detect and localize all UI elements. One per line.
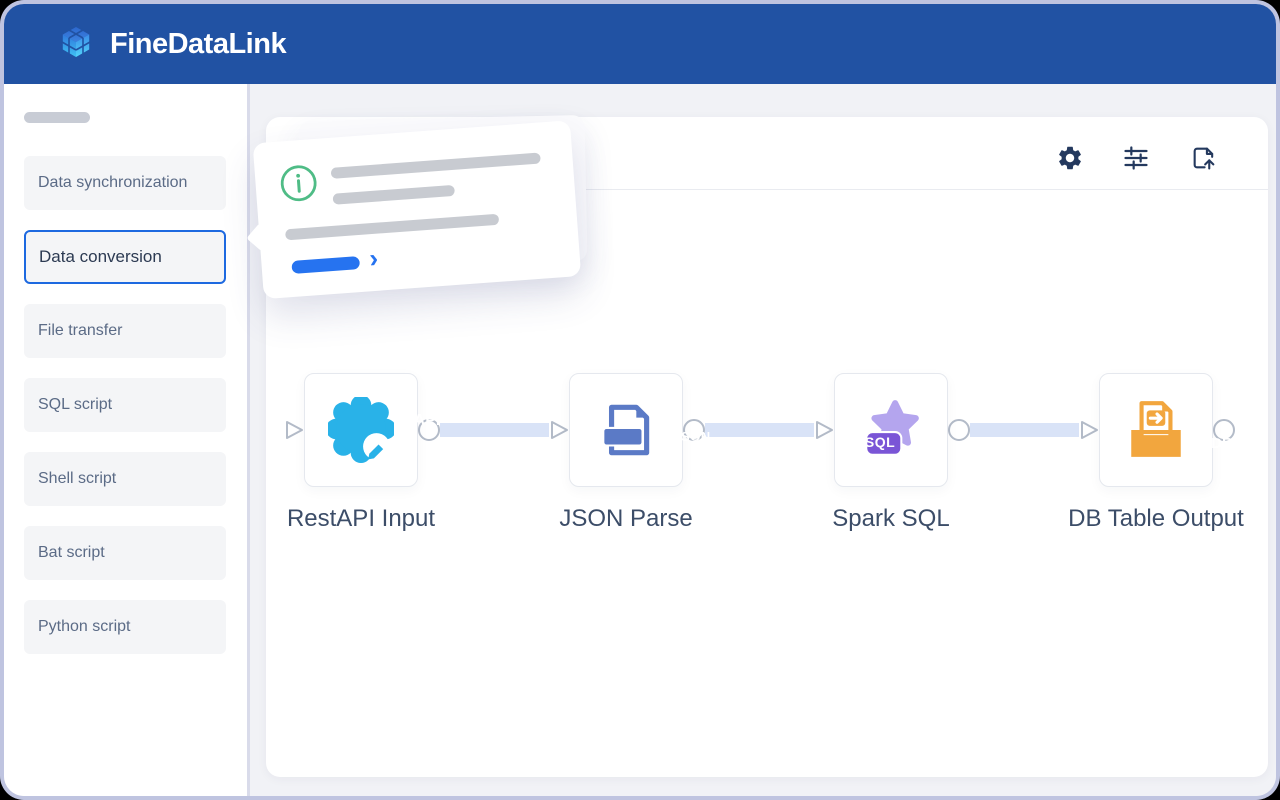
node-json-parse[interactable]: JSON: [569, 373, 710, 487]
sidebar-item-python-script[interactable]: Python script: [24, 600, 226, 654]
node-label: RestAPI Input: [286, 505, 436, 532]
node-out-port[interactable]: [1213, 419, 1235, 441]
node-label: JSON Parse: [559, 505, 693, 532]
node-in-port[interactable]: [283, 419, 305, 441]
placeholder-bar: [285, 213, 500, 241]
sql-star-icon: SQL: [858, 397, 924, 463]
action-button-placeholder[interactable]: [291, 256, 361, 274]
node-in-port[interactable]: [548, 419, 570, 441]
app-header: FineDataLink: [4, 4, 1276, 84]
sidebar-item-label: File transfer: [38, 322, 123, 339]
brand-title: FineDataLink: [110, 27, 287, 60]
json-file-icon: JSON: [593, 397, 710, 463]
edge-connector: [705, 423, 814, 437]
node-db-table-output[interactable]: DB: [1099, 373, 1233, 487]
sidebar-item-bat-script[interactable]: Bat script: [24, 526, 226, 580]
node-restapi-input[interactable]: API: [304, 373, 440, 487]
onboarding-tooltip: ›: [246, 120, 582, 300]
sidebar-item-file-transfer[interactable]: File transfer: [24, 304, 226, 358]
info-circle-icon: [278, 163, 319, 204]
api-gear-icon: API: [325, 394, 440, 463]
placeholder-bar: [330, 152, 541, 179]
export-icon[interactable]: [1190, 144, 1218, 172]
sidebar-placeholder-bar: [24, 112, 90, 123]
node-out-port[interactable]: [948, 419, 970, 441]
node-out-port[interactable]: [683, 419, 705, 441]
sidebar-item-data-synchronization[interactable]: Data synchronization: [24, 156, 226, 210]
placeholder-bar: [332, 184, 456, 205]
node-in-port[interactable]: [1078, 419, 1100, 441]
node-out-port[interactable]: [418, 419, 440, 441]
chevron-right-icon[interactable]: ›: [368, 242, 380, 274]
edge-connector: [970, 423, 1079, 437]
sidebar-item-shell-script[interactable]: Shell script: [24, 452, 226, 506]
gear-icon[interactable]: [1056, 144, 1084, 172]
sidebar-nav: Data synchronization Data conversion Fil…: [24, 156, 226, 674]
sidebar-item-label: Data conversion: [39, 247, 162, 266]
sidebar-divider: [247, 84, 250, 796]
db-drawer-icon: DB: [1123, 397, 1233, 463]
node-label: DB Table Output: [1068, 505, 1244, 532]
sidebar-item-label: Shell script: [38, 470, 117, 487]
sidebar-item-sql-script[interactable]: SQL script: [24, 378, 226, 432]
sidebar-item-label: Python script: [38, 618, 131, 635]
sidebar: Data synchronization Data conversion Fil…: [4, 84, 247, 796]
sidebar-item-data-conversion[interactable]: Data conversion: [24, 230, 226, 284]
sidebar-item-label: SQL script: [38, 396, 113, 413]
tune-sliders-icon[interactable]: [1122, 144, 1150, 172]
brand: FineDataLink: [56, 22, 287, 67]
sidebar-item-label: Bat script: [38, 544, 105, 561]
sidebar-item-label: Data synchronization: [38, 174, 188, 191]
cube-logo-icon: [56, 22, 96, 67]
node-in-port[interactable]: [813, 419, 835, 441]
node-spark-sql[interactable]: SQL: [834, 373, 948, 487]
canvas-header-divider: [266, 189, 1268, 190]
node-label: Spark SQL: [832, 505, 950, 532]
edge-connector: [440, 423, 549, 437]
